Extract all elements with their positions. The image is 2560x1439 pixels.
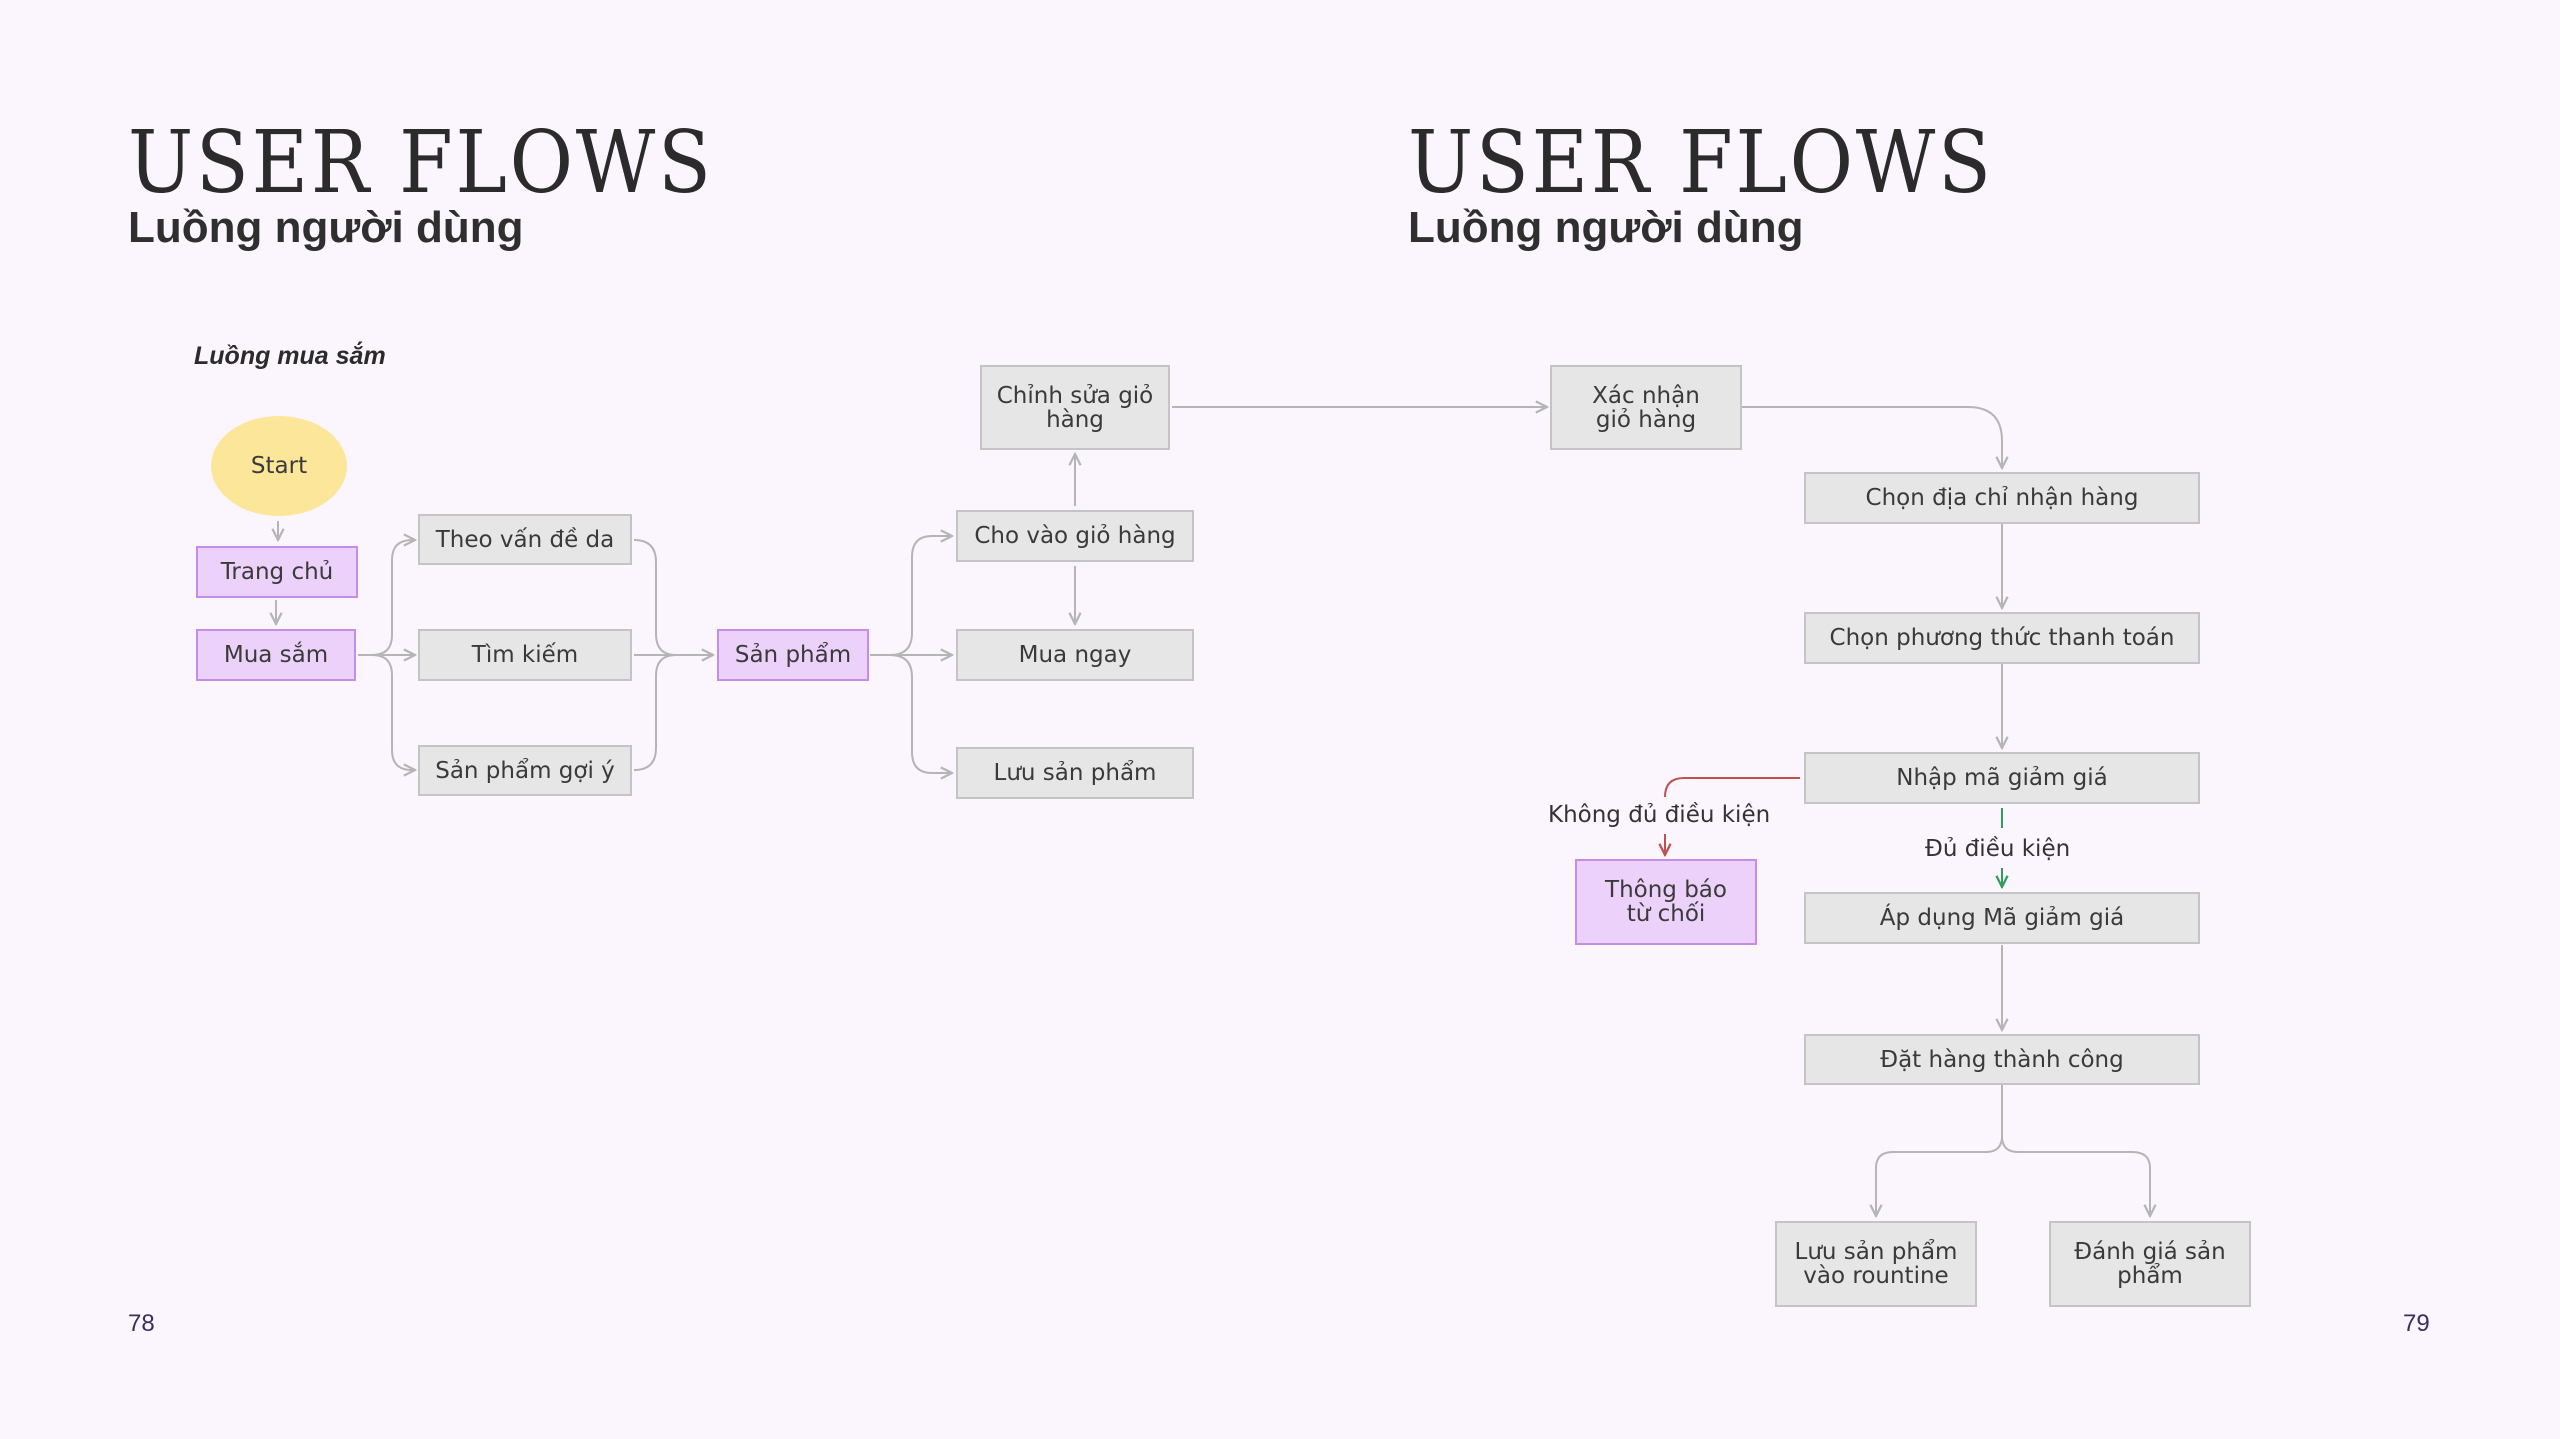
right-page-number: 79: [2403, 1310, 2430, 1337]
node-buy-now: Mua ngay: [956, 629, 1194, 681]
right-page-subtitle: Luồng người dùng: [1408, 203, 1804, 252]
node-edit-cart: Chỉnh sửa giỏ hàng: [980, 365, 1170, 450]
right-page-title: USER FLOWS: [1408, 113, 1994, 213]
section-label-shopping-flow: Luồng mua sắm: [194, 342, 386, 370]
node-start: Start: [211, 416, 347, 516]
edge-suggested-product: [633, 654, 677, 771]
node-order-success: Đặt hàng thành công: [1804, 1034, 2200, 1085]
edge-success-routine: [1876, 1085, 2003, 1216]
node-add-to-cart: Cho vào giỏ hàng: [956, 510, 1194, 562]
edge-confirm-address: [1742, 406, 2002, 468]
edge-product-add-cart: [889, 536, 952, 656]
edge-product-save: [889, 654, 952, 773]
node-save-product: Lưu sản phẩm: [956, 747, 1194, 799]
node-product: Sản phẩm: [717, 629, 869, 681]
left-page-number: 78: [128, 1310, 155, 1337]
left-page-subtitle: Luồng người dùng: [128, 203, 524, 252]
node-choose-payment: Chọn phương thức thanh toán: [1804, 612, 2200, 664]
node-review-product: Đánh giá sản phẩm: [2049, 1221, 2251, 1307]
node-rejection-notice: Thông báo từ chối: [1575, 859, 1757, 945]
node-home: Trang chủ: [196, 546, 358, 598]
edge-label-eligible: Đủ điều kiện: [1925, 836, 2071, 862]
node-choose-address: Chọn địa chỉ nhận hàng: [1804, 472, 2200, 524]
edge-skin-product: [633, 539, 677, 656]
node-confirm-cart: Xác nhận giỏ hàng: [1550, 365, 1742, 450]
edge-shopping-skin: [371, 540, 415, 656]
node-suggested-products: Sản phẩm gợi ý: [418, 745, 632, 796]
node-apply-discount-code: Áp dụng Mã giảm giá: [1804, 892, 2200, 944]
edge-shopping-suggested: [371, 654, 415, 770]
node-shopping: Mua sắm: [196, 629, 356, 681]
left-page-title: USER FLOWS: [128, 113, 714, 213]
edge-success-review: [2001, 1135, 2150, 1216]
node-save-to-routine: Lưu sản phẩm vào rountine: [1775, 1221, 1977, 1307]
node-enter-discount-code: Nhập mã giảm giá: [1804, 752, 2200, 804]
node-skin-issue: Theo vấn đề da: [418, 514, 632, 565]
edge-label-not-eligible: Không đủ điều kiện: [1548, 802, 1771, 828]
node-search: Tìm kiếm: [418, 629, 632, 681]
edge-code-reject: [1664, 777, 1800, 798]
